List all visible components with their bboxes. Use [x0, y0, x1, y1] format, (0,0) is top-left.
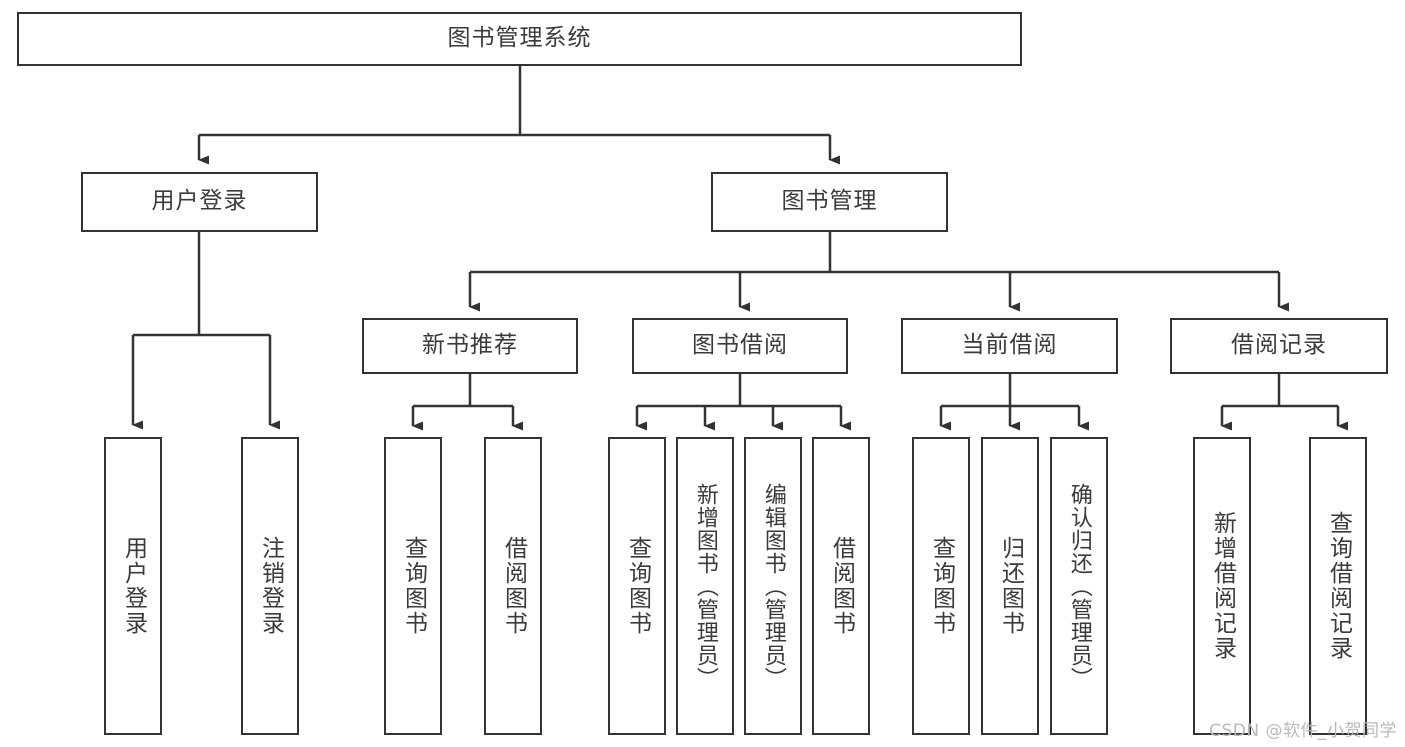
leaf-query-borrow-record-label: 查询借阅记录: [1325, 511, 1352, 661]
node-root-system[interactable]: 图书管理系统: [17, 12, 1022, 66]
leaf-query-book-2[interactable]: 查询图书: [608, 437, 666, 735]
leaf-query-book-3[interactable]: 查询图书: [912, 437, 970, 735]
leaf-borrow-book-2[interactable]: 借阅图书: [812, 437, 870, 735]
leaf-query-borrow-record[interactable]: 查询借阅记录: [1309, 437, 1367, 735]
leaf-borrow-book-1[interactable]: 借阅图书: [484, 437, 542, 735]
leaf-edit-book-admin[interactable]: 编辑图书（管理员）: [744, 437, 802, 735]
node-new-book-recommend[interactable]: 新书推荐: [362, 318, 578, 374]
leaf-confirm-return-admin-label: 确认归还（管理员）: [1066, 482, 1092, 690]
leaf-user-login[interactable]: 用户登录: [104, 437, 162, 735]
node-book-borrow[interactable]: 图书借阅: [632, 318, 848, 374]
node-book-borrow-label: 图书借阅: [692, 332, 788, 359]
leaf-user-login-label: 用户登录: [120, 536, 147, 636]
leaf-logout-login[interactable]: 注销登录: [241, 437, 299, 735]
node-current-borrow[interactable]: 当前借阅: [901, 318, 1118, 374]
leaf-confirm-return-admin[interactable]: 确认归还（管理员）: [1050, 437, 1108, 735]
leaf-query-book-2-label: 查询图书: [624, 536, 651, 636]
node-user-login-label: 用户登录: [151, 188, 248, 215]
node-book-manage-label: 图书管理: [781, 188, 878, 215]
leaf-add-book-admin[interactable]: 新增图书（管理员）: [676, 437, 734, 735]
node-book-manage[interactable]: 图书管理: [711, 172, 948, 232]
node-current-borrow-label: 当前借阅: [961, 332, 1058, 359]
node-borrow-record[interactable]: 借阅记录: [1170, 318, 1388, 374]
node-user-login[interactable]: 用户登录: [81, 172, 318, 232]
leaf-query-book-1-label: 查询图书: [400, 536, 427, 636]
node-borrow-record-label: 借阅记录: [1231, 332, 1327, 359]
leaf-add-borrow-record-label: 新增借阅记录: [1209, 511, 1236, 661]
leaf-query-book-3-label: 查询图书: [928, 536, 955, 636]
leaf-edit-book-admin-label: 编辑图书（管理员）: [760, 482, 786, 690]
node-new-book-recommend-label: 新书推荐: [422, 332, 518, 359]
leaf-query-book-1[interactable]: 查询图书: [384, 437, 442, 735]
leaf-borrow-book-1-label: 借阅图书: [500, 536, 527, 636]
leaf-borrow-book-2-label: 借阅图书: [828, 536, 855, 636]
leaf-return-book-label: 归还图书: [997, 536, 1024, 636]
leaf-logout-login-label: 注销登录: [257, 536, 284, 636]
leaf-return-book[interactable]: 归还图书: [981, 437, 1039, 735]
node-root-label: 图书管理系统: [447, 25, 592, 52]
leaf-add-book-admin-label: 新增图书（管理员）: [692, 482, 718, 690]
leaf-add-borrow-record[interactable]: 新增借阅记录: [1193, 437, 1251, 735]
